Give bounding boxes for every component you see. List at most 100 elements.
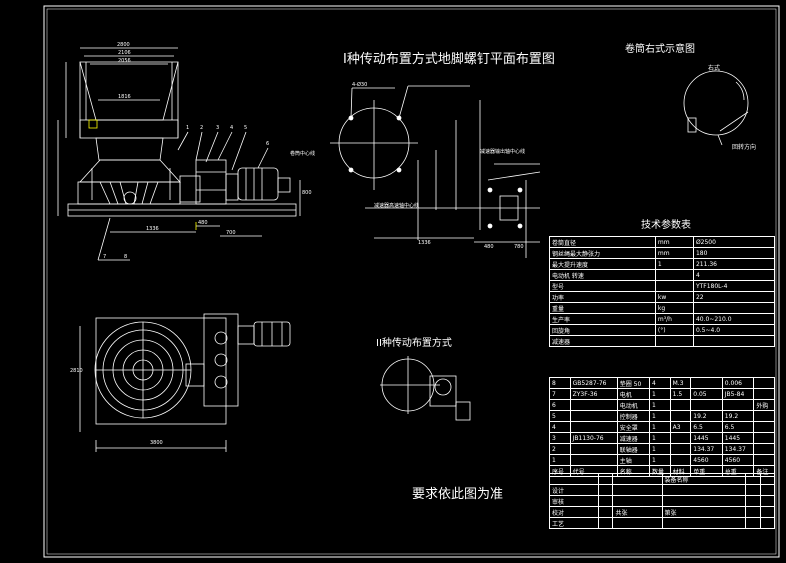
table-cell: 1 — [648, 388, 671, 400]
table-cell: 主轴 — [616, 454, 650, 466]
table-cell — [654, 335, 694, 347]
dim-label: 780 — [514, 244, 524, 250]
table-cell: 回旋角 — [549, 324, 656, 336]
table-cell: 7 — [549, 388, 571, 400]
dim-label: 2106 — [118, 50, 131, 56]
table-cell — [753, 454, 775, 466]
table-cell — [669, 443, 692, 455]
table-cell: 0.006 — [721, 377, 755, 389]
table-cell: 工艺 — [548, 517, 600, 529]
dim-label: 2056 — [118, 58, 131, 64]
table-cell: 6.5 — [690, 421, 723, 433]
callout: 6 — [266, 141, 270, 147]
table-cell: 电机 — [616, 388, 650, 400]
title-row: 设计 — [548, 484, 776, 496]
dim-label: 1336 — [146, 226, 159, 232]
table-cell: YTF180L-4 — [692, 280, 776, 292]
table-cell — [654, 280, 694, 292]
dim-label: 1816 — [118, 94, 131, 100]
table-cell — [598, 473, 614, 485]
table-cell — [569, 399, 618, 411]
table-cell — [721, 399, 755, 411]
foundation-note: 减速器输出轴中心线 — [480, 149, 526, 155]
table-cell: ZY3F-36 — [569, 388, 618, 400]
table-cell — [753, 421, 775, 433]
table-cell — [745, 495, 761, 507]
table-cell: 8 — [549, 377, 571, 389]
table-cell: A3 — [669, 421, 692, 433]
table-cell: 校对 — [548, 506, 600, 518]
table-cell: 1 — [648, 454, 671, 466]
elevation-view — [57, 47, 301, 261]
table-cell: JB5-84 — [721, 388, 755, 400]
drum-rotation: 回转方向 — [732, 144, 757, 151]
table-cell: 最大提升速度 — [549, 258, 656, 270]
table-cell: 减速器 — [616, 432, 650, 444]
table-cell — [548, 473, 600, 485]
table-cell — [612, 517, 663, 529]
table-cell — [612, 473, 663, 485]
table-cell: mm — [654, 236, 694, 248]
table-cell — [612, 484, 663, 496]
dim-label: 2810 — [70, 368, 83, 374]
table-cell — [759, 473, 776, 485]
callout: 1 — [186, 125, 190, 131]
table-cell — [759, 495, 776, 507]
main-title: I种传动布置方式地脚螺钉平面布置图 — [343, 52, 555, 67]
table-cell: GB5287-76 — [569, 377, 618, 389]
callout: 5 — [244, 125, 248, 131]
highlight-mark — [88, 119, 98, 129]
table-cell — [598, 484, 614, 496]
table-cell: 设计 — [548, 484, 600, 496]
table-cell: 联轴器 — [616, 443, 650, 455]
foundation-note: 4-Ø30 — [352, 82, 368, 88]
table-cell: 1 — [549, 454, 571, 466]
foundation-plan — [330, 85, 541, 258]
table-cell — [753, 388, 775, 400]
table-cell: 1 — [648, 443, 671, 455]
spec-row: 减速器 — [549, 335, 776, 347]
spec-title: 技术参数表 — [641, 220, 691, 231]
table-cell — [692, 335, 776, 347]
table-cell — [692, 302, 776, 314]
table-cell: 审核 — [548, 495, 600, 507]
table-cell: 功率 — [549, 291, 656, 303]
table-cell: kg — [654, 302, 694, 314]
table-cell — [569, 410, 618, 422]
dim-label: 2800 — [117, 42, 130, 48]
table-cell: 1 — [654, 258, 694, 270]
note-text: 要求依此图为准 — [412, 487, 504, 502]
dim-label: 480 — [198, 220, 208, 226]
table-cell: kw — [654, 291, 694, 303]
table-cell — [759, 506, 776, 518]
table-cell: 134.37 — [721, 443, 755, 455]
table-cell: 1 — [648, 410, 671, 422]
table-cell — [753, 410, 775, 422]
table-cell: 0.05 — [690, 388, 723, 400]
dim-label: 800 — [302, 190, 312, 196]
table-cell: JB1130-76 — [569, 432, 618, 444]
table-cell — [690, 377, 723, 389]
type2-title: II种传动布置方式 — [376, 338, 452, 349]
table-cell — [759, 484, 776, 496]
callout: 4 — [230, 125, 234, 131]
dim-label: 1336 — [418, 240, 431, 246]
table-cell: 134.37 — [690, 443, 723, 455]
table-cell: 19.2 — [690, 410, 723, 422]
table-cell: 重量 — [549, 302, 656, 314]
table-cell: 5 — [549, 410, 571, 422]
table-cell — [569, 443, 618, 455]
callout: 8 — [124, 254, 128, 260]
dim-label: 480 — [484, 244, 494, 250]
